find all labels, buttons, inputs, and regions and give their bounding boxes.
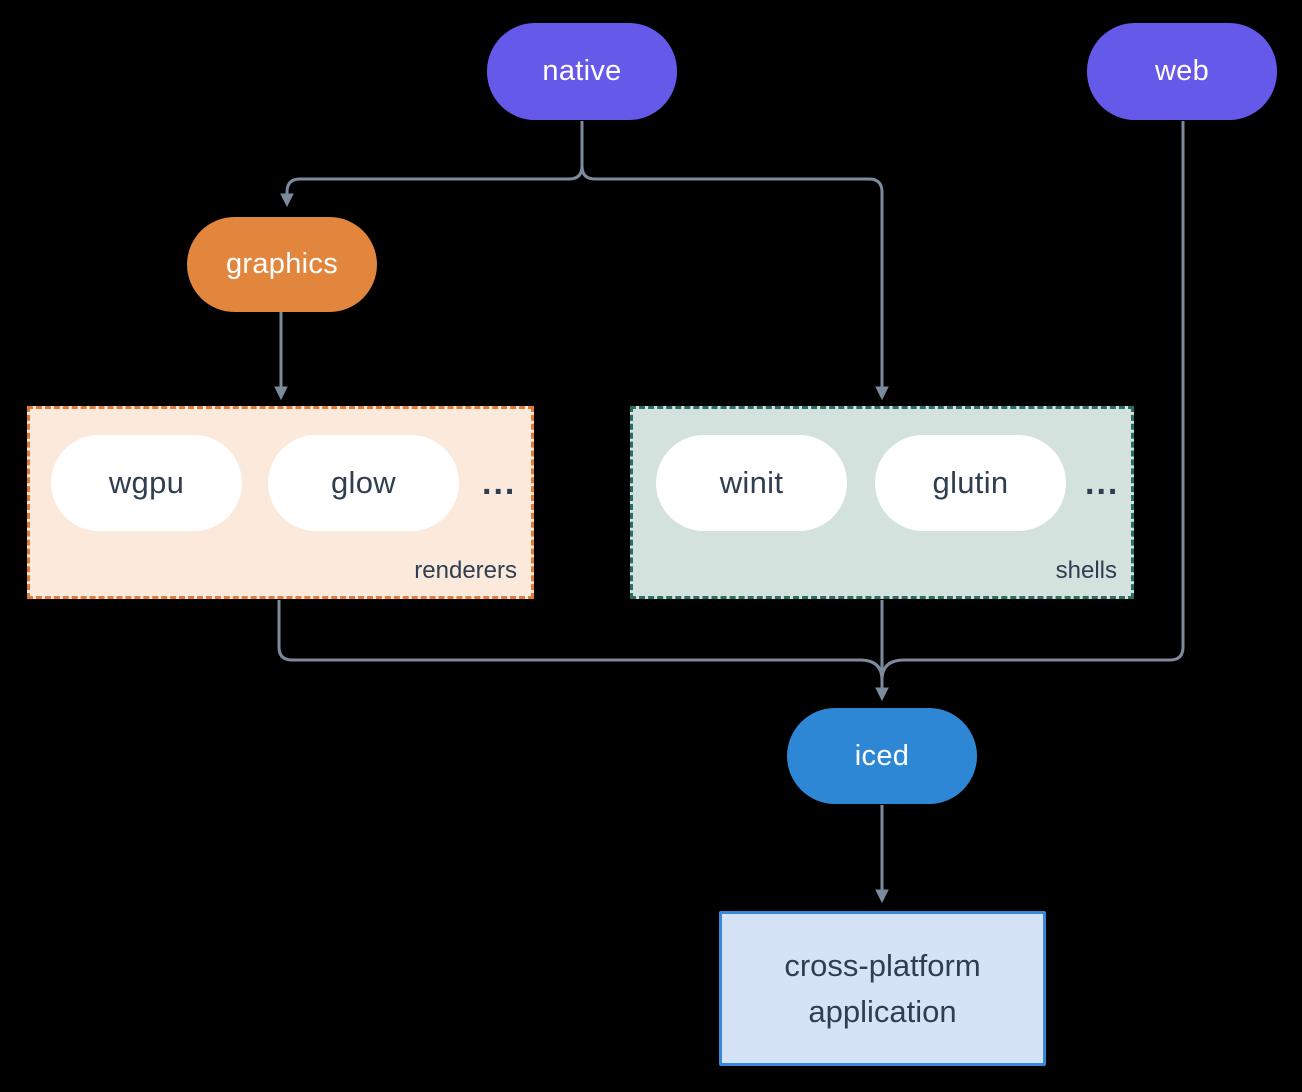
edge-native-shells [580,121,889,401]
edge-web-iced [880,121,1185,681]
renderers-group-label: renderers [414,557,517,584]
group-shells: winit glutin ... shells [630,406,1134,599]
node-graphics: graphics [187,217,377,312]
pill-glow: glow [268,435,459,531]
node-iced-label: iced [854,739,910,772]
node-native-label: native [542,55,622,87]
node-native: native [487,23,677,120]
pill-wgpu: wgpu [51,435,242,531]
node-iced: iced [787,708,977,804]
pill-glow-label: glow [331,465,396,500]
pill-glutin: glutin [875,435,1066,531]
shells-group-label: shells [1055,557,1117,584]
node-web-label: web [1154,55,1210,87]
pill-winit: winit [656,435,847,531]
edge-renderers-iced [277,600,884,681]
node-graphics-label: graphics [225,248,338,280]
pill-wgpu-label: wgpu [108,465,185,500]
application-label-line2: application [808,993,957,1029]
application-label-line1: cross-platform [784,947,981,983]
pill-glutin-label: glutin [932,465,1009,500]
node-cross-platform-application: cross-platform application [719,911,1046,1066]
shells-ellipsis: ... [1085,463,1120,502]
group-renderers: wgpu glow ... renderers [27,406,534,599]
node-web: web [1087,23,1277,120]
edge-native-graphics [280,121,584,208]
pill-winit-label: winit [719,465,784,500]
renderers-ellipsis: ... [482,463,517,502]
